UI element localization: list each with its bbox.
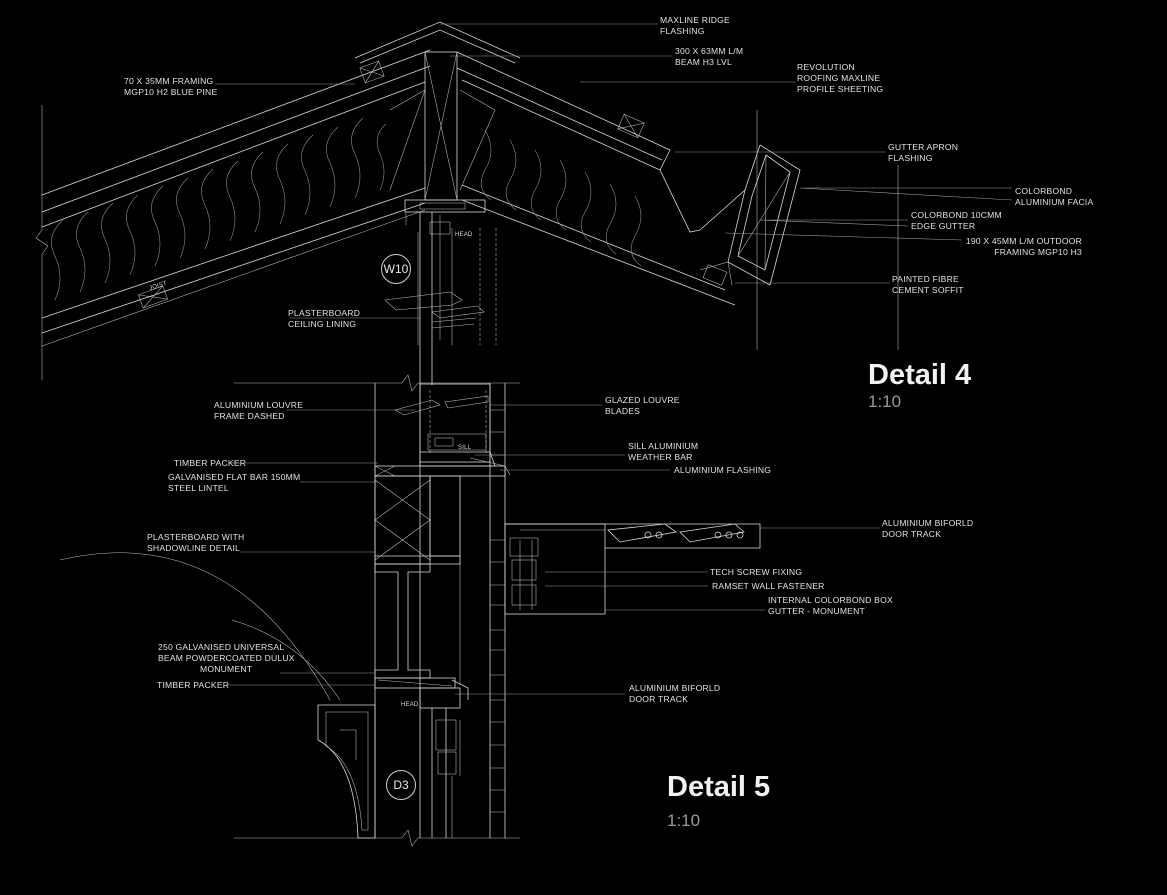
detail-5-scale: 1:10: [667, 811, 701, 830]
door-tag-d3: D3: [386, 770, 416, 800]
wall-section: [59, 374, 761, 847]
detail-5-title: Detail 5: [667, 771, 771, 803]
label-timber-packer-2: TIMBER PACKER: [157, 680, 229, 690]
label-tech-screw: TECH SCREW FIXING: [710, 567, 802, 577]
label-joist: JOIST: [149, 281, 168, 292]
roof-section: [35, 21, 899, 385]
label-timber-packer-1: TIMBER PACKER: [174, 458, 246, 468]
window-tag-w10: W10: [381, 254, 411, 284]
detail-4-scale: 1:10: [868, 392, 902, 411]
detail-4-title: Detail 4: [868, 359, 972, 391]
label-alu-flashing: ALUMINIUM FLASHING: [674, 465, 771, 475]
label-head: HEAD: [455, 232, 473, 238]
label-ramset: RAMSET WALL FASTENER: [712, 581, 825, 591]
leader-lines: [215, 23, 1013, 695]
label-sill: SILL: [458, 445, 472, 451]
label-head-lower: HEAD: [401, 702, 419, 708]
